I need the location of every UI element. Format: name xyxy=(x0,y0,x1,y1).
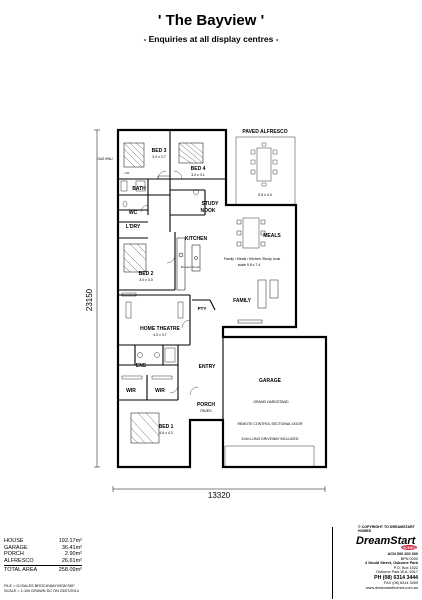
label-bath: BATH xyxy=(132,186,146,192)
driveway xyxy=(224,445,315,467)
svg-text:PAVED ALFRESCO: PAVED ALFRESCO xyxy=(242,129,287,135)
label-porch: PORCH xyxy=(197,402,215,408)
website-link[interactable]: www.dreamstarthomes.com.au xyxy=(365,585,418,590)
label-ens: ENS xyxy=(136,363,147,369)
svg-text:3.0 x 3.1: 3.0 x 3.1 xyxy=(191,173,204,177)
outer-walls xyxy=(116,128,328,469)
label-wc: WC xyxy=(129,210,138,216)
svg-text:Flumed rhood: Flumed rhood xyxy=(181,265,200,269)
bed4-bed xyxy=(178,142,204,164)
title-block-divider xyxy=(332,527,333,599)
label-bed3: BED 3 xyxy=(152,148,167,154)
svg-text:5.5 x 4.0: 5.5 x 4.0 xyxy=(258,193,272,197)
plan-subtitle: - Enquiries at all display centres - xyxy=(143,34,279,44)
contact-block: ACN 000 200 300 BPN 0000 4 Gould Street,… xyxy=(340,552,418,590)
bed1-bed xyxy=(130,412,160,444)
svg-text:REMOTE CONTROL SECTIONAL DOOR: REMOTE CONTROL SECTIONAL DOOR xyxy=(237,422,303,426)
bath-fixtures xyxy=(120,180,199,363)
label-bed2: BED 2 xyxy=(139,271,154,277)
kitchen-bench xyxy=(176,237,201,291)
svg-text:4.6 x 4.3: 4.6 x 4.3 xyxy=(159,431,172,435)
svg-text:DreamStart: DreamStart xyxy=(356,535,417,547)
inner-walls xyxy=(118,130,226,420)
label-study: STUDY xyxy=(202,201,220,207)
label-family: FAMILY xyxy=(233,298,252,304)
svg-text:3.0 x 2.7: 3.0 x 2.7 xyxy=(152,155,165,159)
width-label: 13320 xyxy=(208,491,231,500)
copyright-notice: © COPYRIGHT TO DREAMSTART HOMES xyxy=(358,525,415,533)
door-swings xyxy=(140,170,199,396)
width-dimension xyxy=(112,486,326,492)
depth-label: 23150 xyxy=(85,288,94,311)
svg-text:3.0 x 3.3: 3.0 x 3.3 xyxy=(139,278,152,282)
label-ldry: L'DRY xyxy=(126,224,141,230)
label-home-theatre: HOME THEATRE xyxy=(140,326,180,332)
plan-title: ' The Bayview ' xyxy=(157,12,265,29)
depth-dimension xyxy=(94,129,100,468)
file-info: FILE = G:\SALES BROCH\BAYVIEW.SKF SCALE … xyxy=(4,584,79,593)
label-bed1: BED 1 xyxy=(159,424,174,430)
bed3-bed xyxy=(123,142,145,168)
svg-text:scale 9.8 x 7.4: scale 9.8 x 7.4 xyxy=(238,263,261,267)
family-furniture xyxy=(237,279,279,324)
label-entry: ENTRY xyxy=(199,364,216,370)
label-garage: GARAGE xyxy=(259,378,282,384)
wardrobes xyxy=(121,175,173,380)
label-bed4: BED 4 xyxy=(191,166,206,172)
svg-text:GAS HWU: GAS HWU xyxy=(97,157,113,161)
label-wir-2: WIR xyxy=(155,388,165,394)
label-wir-1: WIR xyxy=(126,388,136,394)
alfresco-area: PAVED ALFRESCO 5.5 x 4.0 xyxy=(235,129,296,206)
svg-text:PAVED: PAVED xyxy=(200,409,212,413)
svg-text:4.0 x 3.7: 4.0 x 3.7 xyxy=(153,333,166,337)
phone-number: PH (08) 6314 3444 xyxy=(374,574,418,581)
room-labels: BED 3 3.0 x 2.7 BED 4 3.0 x 3.1 BATH WC … xyxy=(97,148,303,441)
label-kitchen: KITCHEN xyxy=(185,236,208,242)
theatre-furniture xyxy=(125,301,184,319)
svg-text:GRAND HARDSTAND: GRAND HARDSTAND xyxy=(253,400,289,404)
bed2-bed xyxy=(123,243,147,273)
label-meals: MEALS xyxy=(263,233,281,239)
svg-text:6.0m LONG DRIVEWAY INCLUDED: 6.0m LONG DRIVEWAY INCLUDED xyxy=(242,437,299,441)
svg-text:Family / Meals / Kitchen /Stud: Family / Meals / Kitchen /Study nook xyxy=(224,257,281,261)
dreamstart-logo: DreamStart HOMES xyxy=(356,535,417,550)
label-pty: PTY xyxy=(198,306,207,311)
svg-text:L/N: L/N xyxy=(125,171,130,175)
svg-text:HOMES: HOMES xyxy=(402,546,416,550)
label-nook: NOOK xyxy=(201,208,216,214)
meals-table xyxy=(236,217,266,249)
